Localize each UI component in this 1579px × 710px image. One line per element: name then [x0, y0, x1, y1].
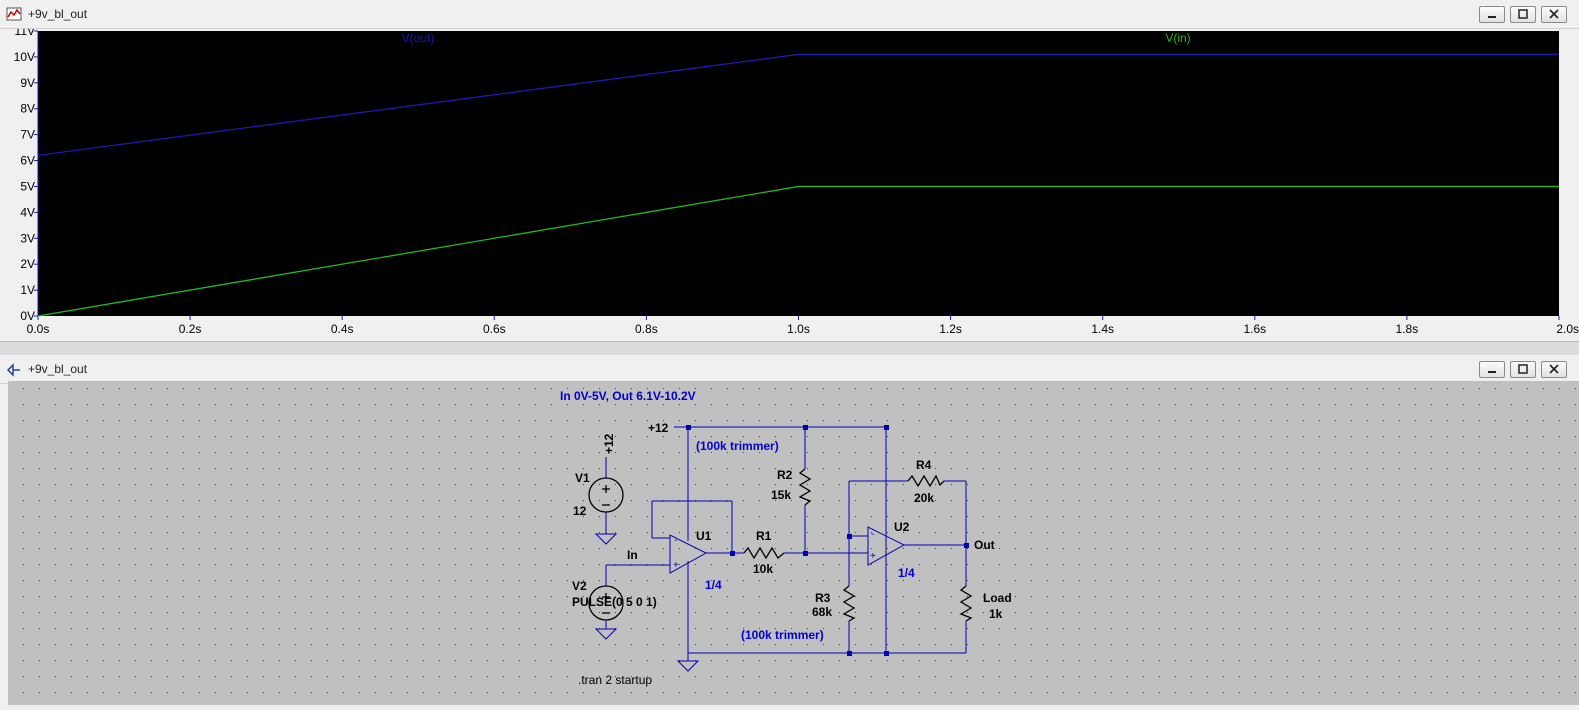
r3-name[interactable]: R3	[815, 591, 831, 605]
schematic-canvas[interactable]: - + - +	[0, 381, 1579, 705]
trimmer-note-top: (100k trimmer)	[696, 439, 779, 453]
x-tick-label: 0.6s	[483, 322, 506, 336]
u2-value[interactable]: 1/4	[898, 566, 915, 580]
u2-name[interactable]: U2	[894, 520, 910, 534]
y-tick-label: 5V	[20, 179, 35, 193]
v2-name[interactable]: V2	[572, 579, 587, 593]
y-tick-label: 9V	[20, 76, 35, 90]
x-tick-label: 1.0s	[787, 322, 810, 336]
restore-icon	[1518, 9, 1528, 19]
voltage-source-v2	[588, 585, 624, 621]
r2-name[interactable]: R2	[777, 468, 793, 482]
supply-rail-label: +12	[648, 421, 669, 435]
resistor-r3	[842, 585, 856, 622]
y-tick-label: 0V	[20, 309, 35, 323]
y-tick-label: 7V	[20, 128, 35, 142]
x-tick-label: 1.8s	[1396, 322, 1419, 336]
schematic-window-titlebar[interactable]: +9v_bl_out	[0, 355, 1579, 384]
restore-icon	[1518, 364, 1528, 374]
plot-series: V(out) V(in)	[37, 31, 1559, 317]
svg-text:+: +	[673, 560, 679, 571]
schematic-window-title: +9v_bl_out	[28, 362, 88, 376]
schematic-close-button[interactable]	[1541, 361, 1567, 378]
y-tick-label: 11V	[15, 29, 35, 38]
series-label-1: V(in)	[1165, 31, 1190, 45]
load-value[interactable]: 1k	[989, 607, 1003, 621]
resistor-load	[959, 585, 973, 622]
plot-background	[38, 31, 1559, 316]
schematic-restore-button[interactable]	[1510, 361, 1536, 378]
waveform-plot-panel[interactable]: 0V 1V 2V 3V 4V 5V 6V 7V 8V 9V 10V 11V 0.0s 0.2s 0.4s 0.…	[0, 24, 1579, 341]
resistor-r1	[743, 546, 785, 560]
r1-name[interactable]: R1	[756, 529, 772, 543]
x-tick-label: 1.6s	[1243, 322, 1266, 336]
x-tick-label: 0.8s	[635, 322, 658, 336]
ground-icon	[594, 533, 618, 545]
trimmer-note-bottom: (100k trimmer)	[741, 628, 824, 642]
schematic-icon	[7, 363, 20, 377]
minimize-icon	[1488, 371, 1496, 373]
plot-restore-button[interactable]	[1510, 6, 1536, 23]
r1-value[interactable]: 10k	[753, 562, 773, 576]
plot-close-button[interactable]	[1541, 6, 1567, 23]
y-tick-label: 3V	[20, 231, 35, 245]
schematic-wires	[605, 426, 967, 661]
v1-supply-label: +12	[602, 433, 616, 454]
x-tick-label: 0.0s	[27, 322, 50, 336]
plot-window-titlebar[interactable]: +9v_bl_out	[0, 0, 1579, 29]
u1-value[interactable]: 1/4	[705, 578, 722, 592]
ground-icon	[676, 660, 700, 672]
resistor-r4	[907, 474, 945, 488]
waveform-plot[interactable]: 0V 1V 2V 3V 4V 5V 6V 7V 8V 9V 10V 11V 0.0s 0.2s 0.4s 0.…	[0, 24, 1579, 341]
schematic-comment: In 0V-5V, Out 6.1V-10.2V	[560, 389, 696, 403]
x-tick-label: 0.4s	[331, 322, 354, 336]
close-icon	[1549, 364, 1559, 374]
v2-value[interactable]: PULSE(0 5 0 1)	[572, 595, 657, 609]
resistor-r2	[798, 468, 812, 506]
y-tick-label: 1V	[20, 283, 35, 297]
voltage-source-v1	[588, 477, 624, 513]
ground-icon	[594, 628, 618, 640]
r2-value[interactable]: 15k	[771, 488, 791, 502]
y-tick-label: 10V	[14, 50, 35, 64]
x-tick-label: 1.4s	[1091, 322, 1114, 336]
r4-value[interactable]: 20k	[914, 491, 934, 505]
x-tick-label: 2.0s	[1556, 322, 1579, 336]
plot-axes: 0V 1V 2V 3V 4V 5V 6V 7V 8V 9V 10V 11V 0.0s 0.2s 0.4s 0.…	[14, 24, 1579, 336]
schematic-minimize-button[interactable]	[1479, 361, 1505, 378]
waveform-icon	[6, 7, 22, 21]
y-tick-label: 6V	[20, 154, 35, 168]
svg-text:-: -	[871, 529, 874, 540]
series-label-0: V(out)	[402, 31, 435, 45]
v1-value[interactable]: 12	[573, 504, 587, 518]
opamp-u2	[867, 526, 906, 566]
y-tick-label: 4V	[20, 205, 35, 219]
schematic-editor[interactable]: - + - +	[0, 381, 1579, 705]
r3-value[interactable]: 68k	[812, 605, 832, 619]
svg-text:-: -	[674, 535, 677, 546]
junction-dots	[686, 425, 969, 656]
schematic-grid	[8, 381, 1579, 705]
load-name[interactable]: Load	[983, 591, 1012, 605]
x-tick-label: 1.2s	[939, 322, 962, 336]
u1-name[interactable]: U1	[696, 529, 712, 543]
net-label-in: In	[627, 548, 638, 562]
net-label-out: Out	[974, 538, 995, 552]
svg-text:+: +	[870, 551, 876, 562]
plot-window-title: +9v_bl_out	[28, 7, 88, 21]
spice-directive[interactable]: .tran 2 startup	[578, 673, 652, 687]
minimize-icon	[1488, 16, 1496, 18]
close-icon	[1549, 9, 1559, 19]
y-tick-label: 2V	[20, 257, 35, 271]
pane-splitter[interactable]	[0, 341, 1579, 356]
v1-name[interactable]: V1	[575, 471, 590, 485]
r4-name[interactable]: R4	[916, 458, 932, 472]
series-line-0	[37, 53, 1559, 157]
y-tick-label: 8V	[20, 102, 35, 116]
plot-minimize-button[interactable]	[1479, 6, 1505, 23]
series-line-1	[37, 185, 1559, 317]
x-tick-label: 0.2s	[179, 322, 202, 336]
